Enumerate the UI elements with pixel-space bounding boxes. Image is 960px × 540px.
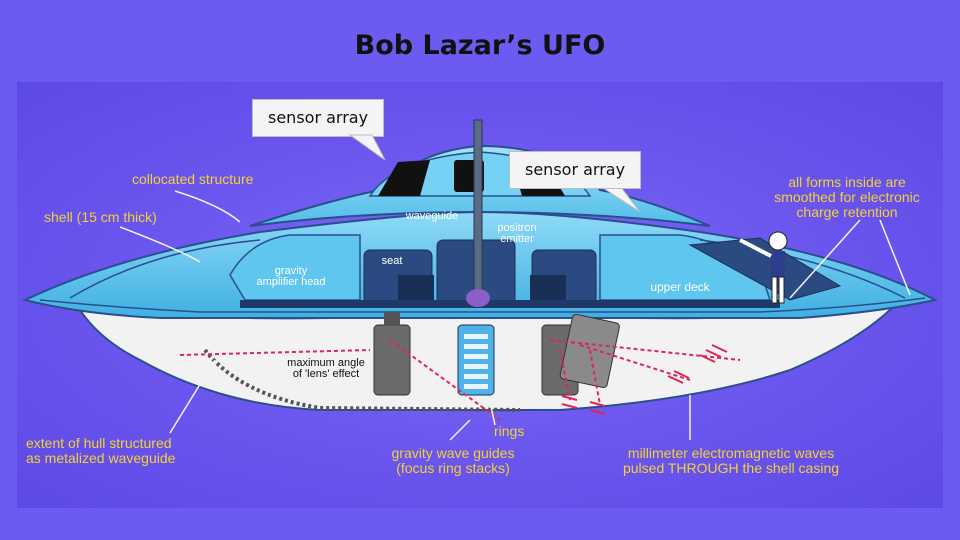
label-max-lens-angle: maximum angle of 'lens' effect — [287, 357, 365, 380]
interior-left-arc — [69, 239, 261, 299]
positron-emitter-icon — [466, 289, 490, 307]
label-rings: rings — [494, 423, 525, 439]
callout-sensor-array-right: sensor array — [509, 151, 642, 189]
waveguide-rod — [473, 119, 483, 299]
wave-pulse-marks — [561, 344, 728, 415]
label-millimeter-waves: millimeter electromagnetic waves pulsed … — [622, 445, 840, 476]
deck-floor — [240, 300, 780, 308]
label-upper-deck: upper deck — [650, 280, 710, 294]
focus-ring-stack-left — [373, 324, 411, 396]
label-all-forms: all forms inside are smoothed for electr… — [774, 174, 920, 220]
label-gravity-amplifier-head: gravity amplifier head — [256, 265, 326, 288]
label-gravity-wave-guides: gravity wave guides (focus ring stacks) — [391, 445, 515, 476]
label-extent-hull: extent of hull structured as metalized w… — [26, 435, 176, 466]
slide-title: Bob Lazar’s UFO — [354, 30, 606, 61]
interior-left-bay — [229, 234, 361, 301]
callout-sensor-array-top: sensor array — [252, 99, 385, 137]
label-collocated-structure: collocated structure — [132, 171, 254, 187]
label-shell-thickness: shell (15 cm thick) — [44, 209, 157, 225]
millimeter-wave-traces — [179, 339, 741, 421]
annotation-leader-lines — [119, 190, 911, 441]
label-waveguide: waveguide — [405, 210, 459, 222]
dome-window-left — [378, 160, 430, 196]
focus-ring-stack-left-top — [384, 312, 400, 326]
hull-rim — [39, 297, 926, 313]
label-seat: seat — [381, 255, 403, 267]
label-positron-emitter: positron emitter — [497, 222, 537, 245]
focus-ring-stack-center-rings — [464, 334, 488, 389]
pilot-figure-icon — [739, 231, 788, 304]
